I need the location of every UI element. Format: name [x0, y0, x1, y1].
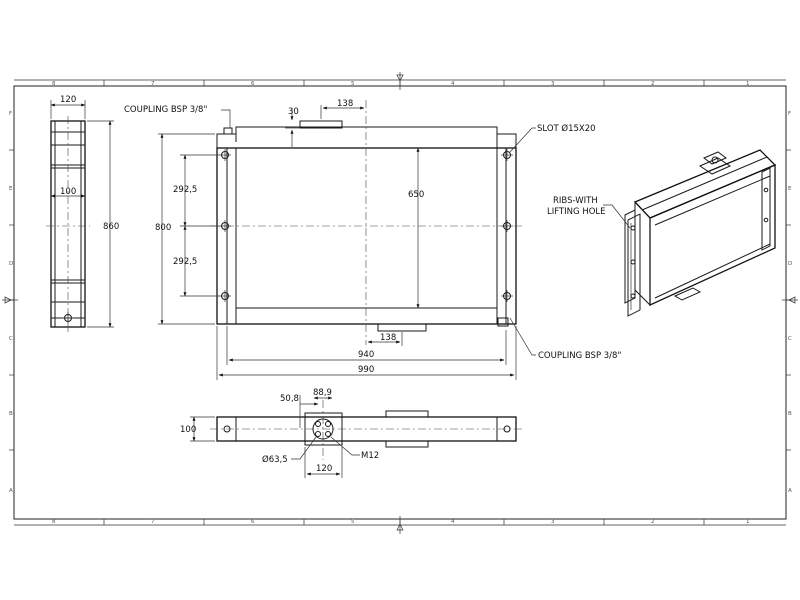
zone-col-6: 6	[251, 81, 255, 87]
dim-side-inner: 100	[60, 187, 76, 197]
isometric-view	[624, 149, 777, 317]
zone-col-7-bottom: 7	[151, 519, 155, 525]
zone-col-7: 7	[151, 81, 155, 87]
zone-col-5-bottom: 5	[351, 519, 355, 525]
front-view	[210, 100, 524, 345]
zone-col-2-bottom: 2	[651, 519, 655, 525]
zone-row-b-right: B	[788, 411, 792, 417]
zone-col-2: 2	[651, 81, 655, 87]
front-view-dimensions	[158, 105, 517, 380]
note-slot: SLOT Ø15X20	[537, 123, 596, 134]
dim-flange-dia: Ø63,5	[262, 454, 288, 465]
drawing-border	[2, 72, 798, 534]
dim-flange-thread: M12	[361, 451, 379, 461]
zone-col-5: 5	[351, 81, 355, 87]
zone-row-a: A	[9, 488, 13, 494]
dim-bottom-depth: 100	[180, 425, 196, 435]
dim-bottom-coupling-pos: 138	[380, 333, 396, 343]
dim-side-height: 860	[103, 222, 119, 232]
zone-col-8-bottom: 8	[52, 519, 56, 525]
dim-width-940: 940	[358, 350, 374, 360]
zone-col-1-bottom: 1	[746, 519, 750, 525]
zone-col-6-bottom: 6	[251, 519, 255, 525]
zone-row-b: B	[9, 411, 13, 417]
bottom-view-dimensions	[190, 395, 360, 478]
dim-upper-half: 292,5	[173, 185, 197, 195]
dim-flange-508: 50,8	[280, 394, 299, 404]
side-view	[46, 116, 90, 332]
dim-core-height: 650	[408, 190, 424, 200]
dim-width-990: 990	[358, 365, 374, 375]
note-ribs-line2: LIFTING HOLE	[547, 207, 606, 217]
dim-top-offset: 30	[288, 107, 299, 117]
note-coupling-bottom: COUPLING BSP 3/8"	[538, 351, 621, 361]
zone-col-1: 1	[746, 81, 750, 87]
zone-col-3-bottom: 3	[551, 519, 555, 525]
zone-row-d: D	[9, 261, 13, 267]
dim-flange-889: 88,9	[313, 388, 332, 398]
dim-overall-height: 800	[155, 223, 171, 233]
dim-flange-width: 120	[316, 464, 332, 474]
zone-row-f: F	[9, 111, 12, 117]
side-view-dimensions	[50, 100, 114, 328]
note-coupling-top: COUPLING BSP 3/8"	[124, 105, 207, 115]
zone-row-d-right: D	[788, 261, 792, 267]
zone-col-8: 8	[52, 81, 56, 87]
zone-row-f-right: F	[788, 111, 791, 117]
zone-col-3: 3	[551, 81, 555, 87]
zone-row-c: C	[9, 336, 13, 342]
zone-row-c-right: C	[788, 336, 792, 342]
dim-lower-half: 292,5	[173, 257, 197, 267]
note-ribs-line1: RIBS-WITH	[553, 196, 598, 206]
ribs-leader	[603, 204, 631, 229]
bottom-view	[210, 400, 524, 460]
zone-row-e-right: E	[788, 186, 792, 192]
zone-col-4: 4	[451, 81, 455, 87]
front-view-leaders	[221, 109, 536, 356]
dim-top-coupling-pos: 138	[337, 99, 353, 109]
dim-side-width: 120	[60, 95, 76, 105]
zone-labels: 8 7 6 5 4 3 2 1 8 7 6 5 4 3 2 1 F E D C …	[9, 81, 792, 525]
zone-row-a-right: A	[788, 488, 792, 494]
zone-row-e: E	[9, 186, 13, 192]
zone-col-4-bottom: 4	[451, 519, 455, 525]
